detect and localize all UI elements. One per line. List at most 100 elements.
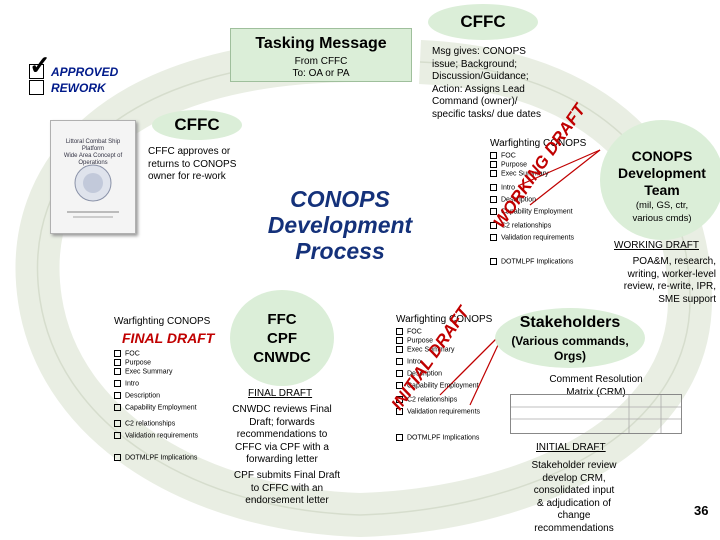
- dev-team-line: CONOPS: [631, 148, 693, 164]
- doc-item: Validation requirements: [396, 408, 480, 416]
- doc-item: Purpose: [114, 359, 151, 367]
- final-draft-document: Warfighting CONOPS FINAL DRAFT FOC Purpo…: [114, 316, 226, 466]
- cpf-note-line: to CFFC with an: [250, 482, 324, 494]
- cover-title: Littoral Combat Ship Platform Wide Area …: [57, 139, 129, 167]
- doc-item: C2 relationships: [490, 222, 551, 230]
- approves-line: owner for re-work: [148, 171, 226, 182]
- page-number: 36: [694, 503, 709, 518]
- tasking-from: From CFFC: [294, 56, 348, 67]
- process-title-line: Development: [267, 212, 413, 238]
- cover-seal-icon: [67, 164, 119, 218]
- doc-item: Description: [114, 392, 160, 400]
- rework-checkbox[interactable]: [29, 80, 44, 95]
- doc-item: Intro: [490, 184, 515, 192]
- msg-line: Command (owner)/: [432, 96, 518, 107]
- process-title-line: CONOPS: [290, 186, 390, 212]
- dev-team-line: Development: [618, 165, 706, 181]
- tasking-title: Tasking Message: [255, 35, 387, 52]
- working-draft-document: Warfighting CONOPS FOC Purpose Exec Summ…: [490, 138, 600, 268]
- chain-note: forwarding letter: [246, 454, 318, 465]
- doc-item: FOC: [396, 328, 422, 336]
- final-doc-header: Warfighting CONOPS: [114, 316, 211, 327]
- dev-team-line: Team: [644, 182, 680, 198]
- stakeholders-sub-line: Orgs): [553, 349, 586, 363]
- tasking-message-box: Tasking Message From CFFC To: OA or PA: [230, 28, 412, 82]
- cover-title-line: Wide Area Concept of Operations: [63, 153, 123, 166]
- approved-checkbox[interactable]: [29, 64, 44, 79]
- tasking-to: To: OA or PA: [292, 68, 350, 79]
- chain-line: FFC: [267, 311, 297, 328]
- approves-line: returns to CONOPS: [148, 158, 237, 170]
- doc-item: C2 relationships: [396, 396, 457, 404]
- conops-cover-document: Littoral Combat Ship Platform Wide Area …: [50, 120, 136, 234]
- doc-item: Capability Employment: [114, 404, 197, 412]
- crm-table: [510, 394, 682, 434]
- team-arrow-2: [529, 149, 601, 206]
- cpf-note-line: endorsement letter: [245, 495, 329, 506]
- dev-team-note: review, re-write, IPR,: [623, 281, 716, 292]
- dev-team-sub-line: various cmds): [632, 212, 692, 224]
- doc-item: FOC: [114, 350, 140, 358]
- cffc-approves-text: CFFC approves or returns to CONOPS owner…: [148, 146, 258, 184]
- stakeholders-sub: (Various commands, Orgs): [505, 334, 635, 364]
- cffc-top-cloud: CFFC: [428, 4, 538, 40]
- chain-note: recommendations to: [236, 429, 328, 440]
- team-cloud: [600, 120, 720, 240]
- msg-line: Action: Assigns Lead: [432, 83, 525, 95]
- chain-cloud: [230, 290, 334, 386]
- dev-team-caption: WORKING DRAFT: [614, 240, 699, 251]
- process-title: CONOPS Development Process: [260, 186, 420, 264]
- doc-item: Description: [490, 196, 536, 204]
- doc-item: Purpose: [396, 337, 433, 345]
- doc-item: Capability Employment: [490, 208, 573, 216]
- doc-item: DOTMLPF Implications: [114, 454, 197, 462]
- process-title-line: Process: [295, 238, 385, 264]
- dev-team-note: POA&M, research,: [632, 256, 716, 267]
- msg-line: Msg gives: CONOPS: [432, 46, 526, 57]
- crm-grid: [511, 395, 681, 433]
- initial-doc-header: Warfighting CONOPS: [396, 314, 493, 325]
- final-draft-stamp: FINAL DRAFT: [122, 330, 215, 346]
- working-doc-header: Warfighting CONOPS: [490, 138, 587, 149]
- rework-label: REWORK: [51, 81, 106, 95]
- doc-item: Exec Summary: [396, 346, 454, 354]
- stakeholder-arrow-3: [439, 329, 506, 396]
- crm-title-line: Comment Resolution: [549, 374, 643, 385]
- doc-item: Purpose: [490, 161, 527, 169]
- cover-title-line: Littoral Combat Ship Platform: [65, 139, 121, 152]
- dev-team-sub: (mil, GS, ctr, various cmds): [610, 200, 714, 225]
- stakeholders-notes: Stakeholder review develop CRM, consolid…: [506, 460, 642, 535]
- chain-caption: FINAL DRAFT: [248, 388, 313, 399]
- chain-note: CNWDC reviews Final: [232, 404, 332, 415]
- doc-item: Exec Summary: [114, 368, 172, 376]
- approves-line: CFFC approves or: [148, 146, 231, 157]
- chain-note: CFFC via CPF with a: [235, 441, 329, 453]
- doc-item: Exec Summary: [490, 170, 548, 178]
- team-arrow-1: [519, 149, 601, 186]
- cpf-note: CPF submits Final Draft to CFFC with an …: [222, 470, 352, 508]
- stakeholders-note: Stakeholder review: [531, 460, 617, 471]
- stakeholders-caption: INITIAL DRAFT: [536, 442, 606, 453]
- doc-item: DOTMLPF Implications: [490, 258, 573, 266]
- msg-gives-text: Msg gives: CONOPS issue; Background; Dis…: [432, 46, 557, 121]
- chain-notes: CNWDC reviews Final Draft; forwards reco…: [226, 404, 338, 467]
- doc-item: Validation requirements: [114, 432, 198, 440]
- dev-team-note: writing, worker-level: [627, 268, 716, 280]
- crm-title: Comment Resolution Matrix (CRM): [506, 374, 686, 399]
- tasking-from-to: From CFFC To: OA or PA: [231, 56, 411, 80]
- msg-line: issue; Background;: [432, 58, 518, 70]
- stakeholders-note: & adjudication of: [537, 497, 611, 509]
- stakeholders-note: develop CRM,: [542, 472, 606, 484]
- doc-item: Intro: [396, 358, 421, 366]
- chain-line: CNWDC: [253, 349, 311, 366]
- doc-item: Capability Employment: [396, 382, 479, 390]
- doc-item: Intro: [114, 380, 139, 388]
- cpf-note-line: CPF submits Final Draft: [233, 470, 341, 481]
- msg-line: specific tasks/ due dates: [432, 108, 541, 120]
- crm-title-line: Matrix (CRM): [566, 386, 626, 398]
- initial-draft-document: Warfighting CONOPS FOC Purpose Exec Summ…: [396, 314, 506, 444]
- doc-item: Description: [396, 370, 442, 378]
- stakeholders-note: recommendations: [534, 522, 614, 534]
- doc-item: DOTMLPF Implications: [396, 434, 479, 442]
- doc-item: Validation requirements: [490, 234, 574, 242]
